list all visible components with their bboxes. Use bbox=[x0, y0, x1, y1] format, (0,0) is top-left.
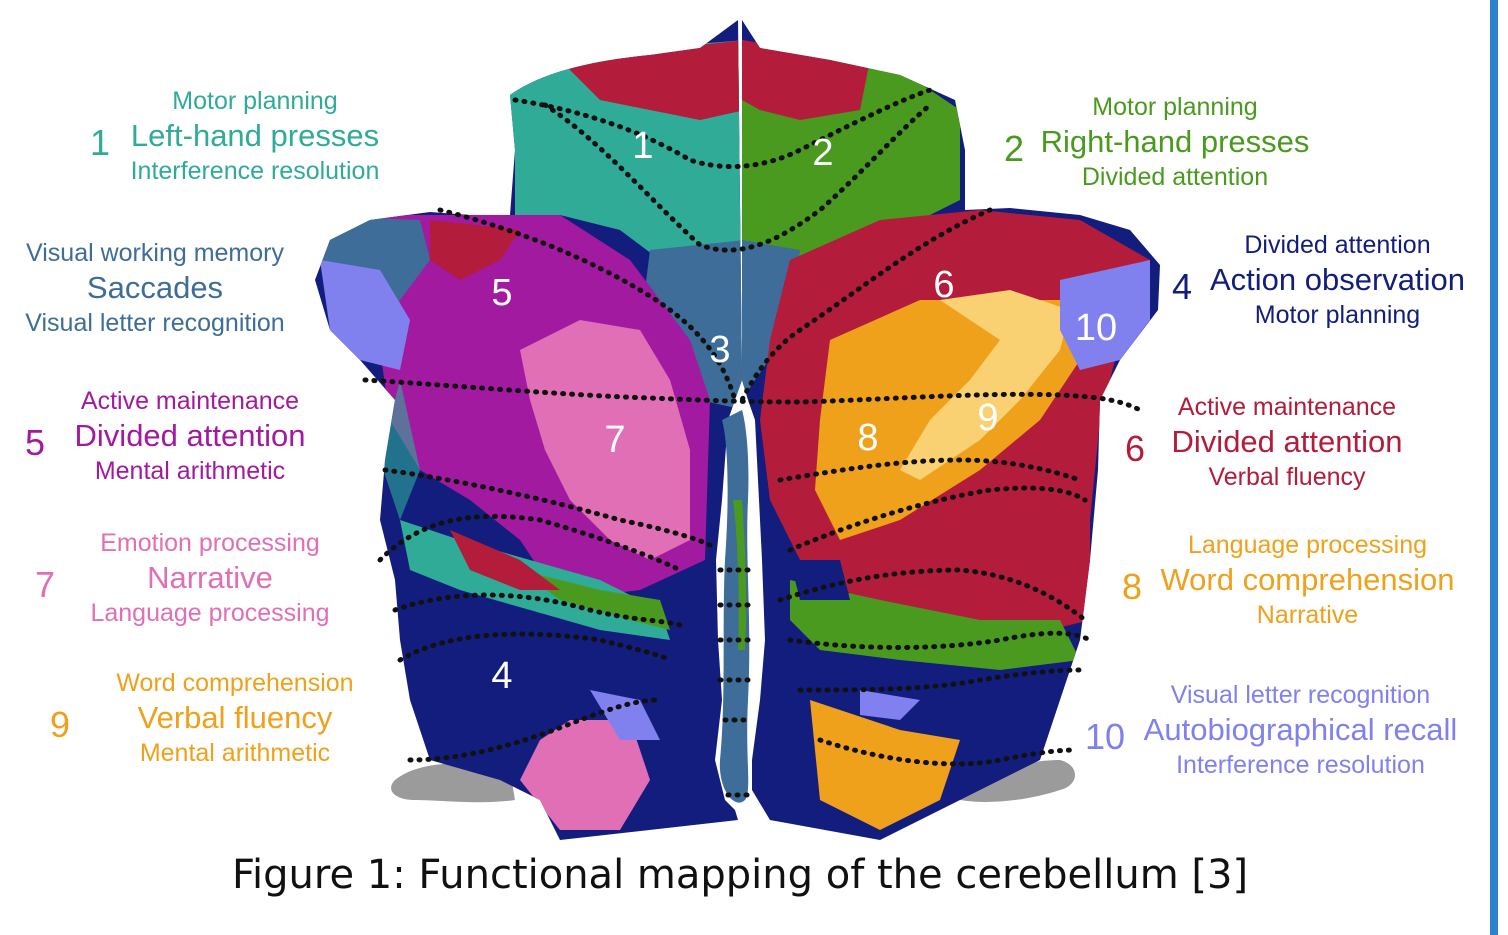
region-label-8: 8 bbox=[857, 417, 878, 459]
legend-1-top: Motor planning bbox=[90, 86, 390, 117]
legend-8-top: Language processing bbox=[1120, 530, 1465, 561]
legend-8-bottom: Narrative bbox=[1120, 600, 1465, 631]
legend-4-number: 4 bbox=[1172, 264, 1192, 309]
legend-2-number: 2 bbox=[1004, 126, 1024, 171]
region-label-7: 7 bbox=[604, 419, 625, 461]
legend-network-9: 9 Word comprehension Verbal fluency Ment… bbox=[50, 668, 360, 769]
legend-3-top: Visual working memory bbox=[10, 238, 300, 269]
legend-10-number: 10 bbox=[1085, 714, 1125, 759]
region-label-9: 9 bbox=[977, 397, 998, 439]
legend-5-number: 5 bbox=[25, 420, 45, 465]
page-margin-bar bbox=[1490, 0, 1498, 935]
legend-8-main: Word comprehension bbox=[1120, 561, 1465, 600]
legend-network-1: 1 Motor planning Left-hand presses Inter… bbox=[90, 86, 390, 187]
legend-6-bottom: Verbal fluency bbox=[1125, 462, 1415, 493]
legend-5-bottom: Mental arithmetic bbox=[25, 456, 325, 487]
legend-7-top: Emotion processing bbox=[35, 528, 345, 559]
legend-4-main: Action observation bbox=[1168, 261, 1473, 300]
legend-4-bottom: Motor planning bbox=[1168, 300, 1473, 331]
legend-4-top: Divided attention bbox=[1168, 230, 1473, 261]
region-label-3: 3 bbox=[709, 329, 730, 371]
legend-8-number: 8 bbox=[1122, 564, 1142, 609]
legend-7-bottom: Language processing bbox=[35, 598, 345, 629]
legend-1-main: Left-hand presses bbox=[90, 117, 390, 156]
region-label-10: 10 bbox=[1075, 307, 1117, 349]
legend-7-number: 7 bbox=[35, 562, 55, 607]
region-label-4: 4 bbox=[491, 655, 512, 697]
figure-caption: Figure 1: Functional mapping of the cere… bbox=[0, 852, 1480, 898]
region-label-6: 6 bbox=[933, 264, 954, 306]
legend-9-number: 9 bbox=[50, 702, 70, 747]
legend-network-5: 5 Active maintenance Divided attention M… bbox=[25, 386, 325, 487]
legend-network-4: 4 Divided attention Action observation M… bbox=[1168, 230, 1473, 331]
legend-10-top: Visual letter recognition bbox=[1085, 680, 1470, 711]
legend-3-main: Saccades bbox=[10, 269, 300, 308]
region-label-2: 2 bbox=[812, 132, 833, 174]
legend-5-main: Divided attention bbox=[25, 417, 325, 456]
legend-6-number: 6 bbox=[1125, 426, 1145, 471]
legend-2-main: Right-hand presses bbox=[1000, 123, 1320, 162]
legend-10-bottom: Interference resolution bbox=[1085, 750, 1470, 781]
legend-2-bottom: Divided attention bbox=[1000, 162, 1320, 193]
legend-6-top: Active maintenance bbox=[1125, 392, 1415, 423]
legend-network-7: 7 Emotion processing Narrative Language … bbox=[35, 528, 345, 629]
legend-network-3: Visual working memory Saccades Visual le… bbox=[10, 238, 300, 339]
legend-1-number: 1 bbox=[90, 120, 110, 165]
legend-9-main: Verbal fluency bbox=[50, 699, 360, 738]
legend-network-8: 8 Language processing Word comprehension… bbox=[1120, 530, 1465, 631]
legend-network-10: 10 Visual letter recognition Autobiograp… bbox=[1085, 680, 1470, 781]
legend-3-bottom: Visual letter recognition bbox=[10, 308, 300, 339]
legend-6-main: Divided attention bbox=[1125, 423, 1415, 462]
legend-10-main: Autobiographical recall bbox=[1085, 711, 1470, 750]
legend-7-main: Narrative bbox=[35, 559, 345, 598]
legend-9-top: Word comprehension bbox=[50, 668, 360, 699]
legend-network-6: 6 Active maintenance Divided attention V… bbox=[1125, 392, 1415, 493]
region-label-1: 1 bbox=[632, 125, 653, 167]
legend-1-bottom: Interference resolution bbox=[90, 156, 390, 187]
region-label-5: 5 bbox=[491, 272, 512, 314]
legend-network-2: 2 Motor planning Right-hand presses Divi… bbox=[1000, 92, 1320, 193]
legend-2-top: Motor planning bbox=[1000, 92, 1320, 123]
legend-9-bottom: Mental arithmetic bbox=[50, 738, 360, 769]
legend-5-top: Active maintenance bbox=[25, 386, 325, 417]
